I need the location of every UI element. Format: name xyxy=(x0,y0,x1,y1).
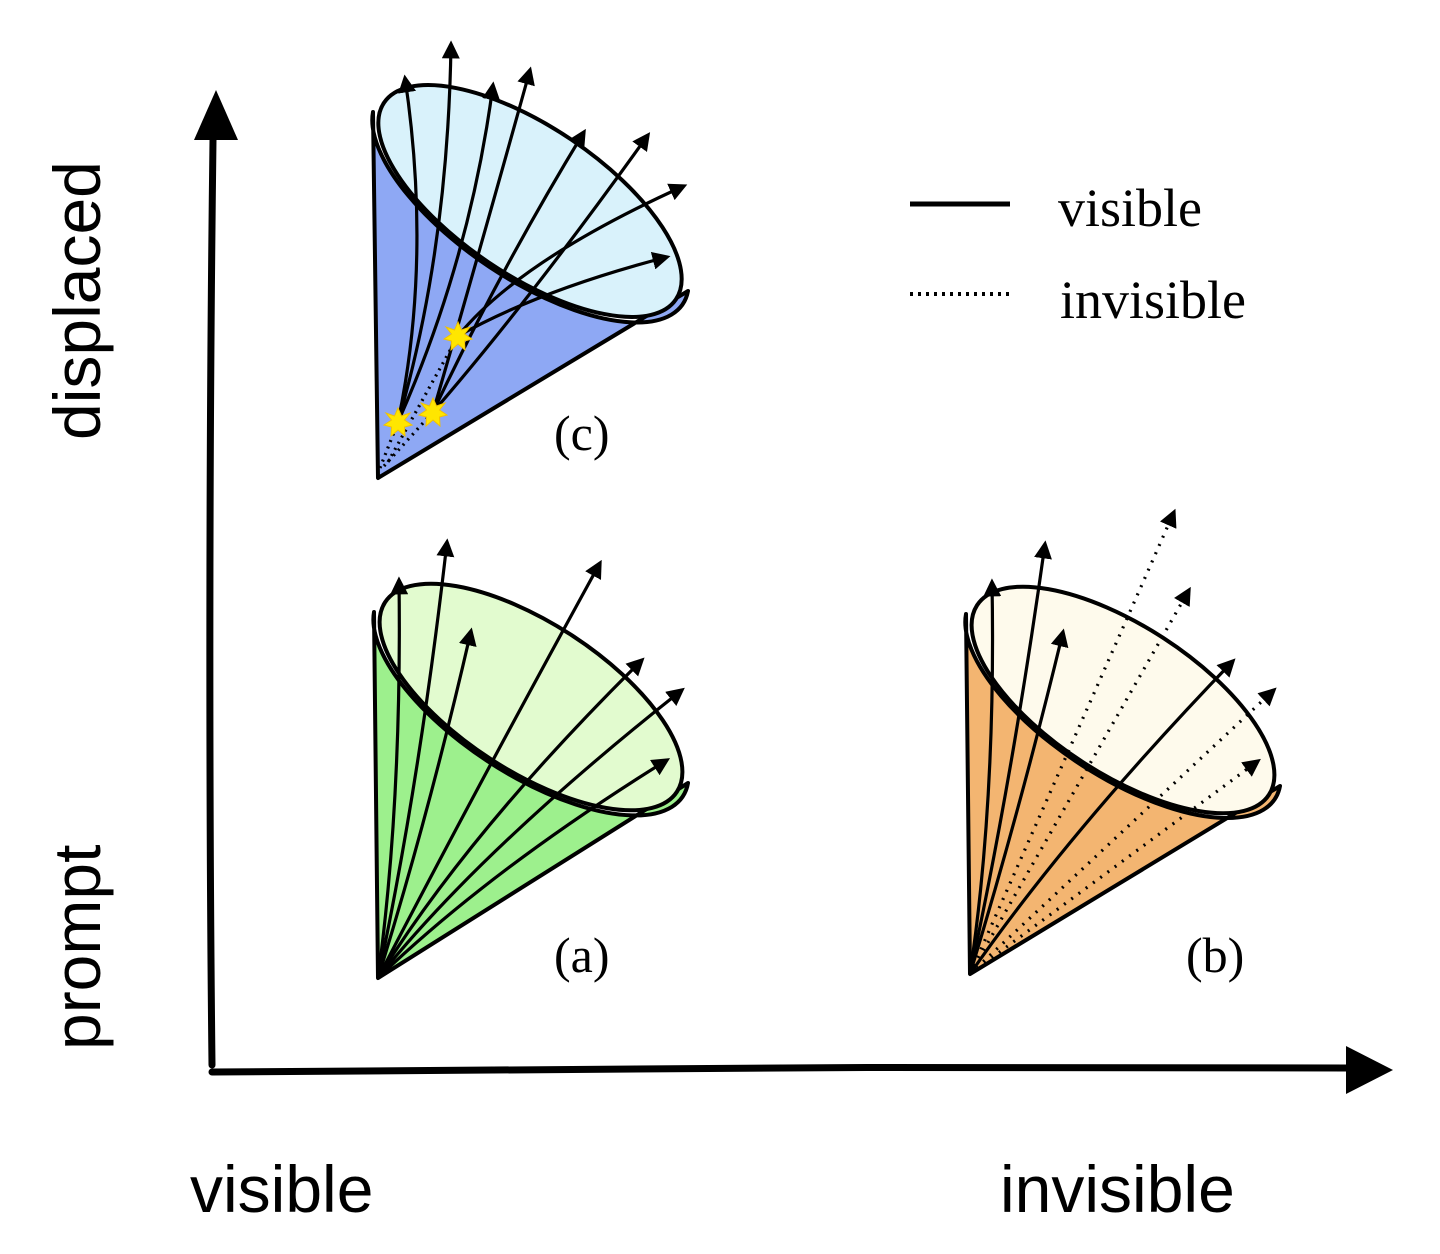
panel-label-a: (a) xyxy=(554,927,610,983)
cone-c-visible-track xyxy=(396,74,419,423)
x-axis-line xyxy=(208,1063,1352,1076)
cone-a: (a) xyxy=(371,538,690,983)
cone-c-visible-track xyxy=(431,128,586,413)
axis-labels: prompt displaced visible invisible xyxy=(40,161,1235,1226)
cone-c-visible-track xyxy=(457,251,671,338)
x-axis-arrowhead xyxy=(1346,1046,1393,1094)
cone-b-invisible-track xyxy=(968,508,1177,975)
cone-c-visible-track xyxy=(431,66,535,413)
cone-a-tracks xyxy=(376,538,685,980)
y-axis-label-displaced: displaced xyxy=(40,161,114,440)
legend-solid-label: visible xyxy=(1058,178,1202,238)
panel-label-c: (c) xyxy=(554,405,610,461)
cone-a-visible-track xyxy=(376,657,645,979)
displaced-vertex-marker xyxy=(382,406,414,438)
cone-b-visible-track xyxy=(968,658,1236,975)
cone-c-invisible-track xyxy=(386,335,460,463)
cone-a-visible-track xyxy=(376,627,477,979)
x-axis-label-visible: visible xyxy=(190,1152,373,1226)
cone-c-invisible-track xyxy=(382,410,435,468)
cone-c-visible-track xyxy=(396,40,460,423)
legend: visible invisible xyxy=(910,178,1246,330)
cone-b-invisible-track xyxy=(968,586,1191,975)
y-axis-line xyxy=(206,136,217,1069)
cone-b-invisible-track xyxy=(969,758,1261,976)
cone-c-visible-track xyxy=(431,132,651,414)
cone-b-tracks xyxy=(968,508,1277,976)
cone-b-visible-track xyxy=(968,540,1052,975)
cone-b-invisible-track xyxy=(968,687,1277,976)
panel-label-b: (b) xyxy=(1186,927,1244,983)
cone-b-body xyxy=(963,612,1282,976)
cone-b-visible-track xyxy=(968,578,1002,975)
displaced-vertex-marker xyxy=(417,396,449,428)
cone-a-visible-track xyxy=(376,687,685,979)
axes xyxy=(194,90,1393,1094)
displaced-vertex-marker xyxy=(442,320,474,352)
x-axis-label-invisible: invisible xyxy=(1000,1152,1235,1226)
cone-c-visible-track xyxy=(456,183,688,338)
cone-b: (b) xyxy=(963,508,1282,983)
legend-dotted-label: invisible xyxy=(1060,270,1246,330)
cone-a-cap xyxy=(377,581,685,813)
cone-a-visible-track xyxy=(376,576,409,979)
cone-c-visible-track xyxy=(396,81,501,423)
cone-a-body xyxy=(371,610,690,980)
cone-a-visible-track xyxy=(376,559,602,979)
y-axis-label-prompt: prompt xyxy=(40,845,114,1050)
cone-c-tracks xyxy=(378,40,688,469)
cone-a-visible-track xyxy=(376,538,455,979)
cone-c-vertex-markers xyxy=(382,320,474,438)
cone-c: (c) xyxy=(370,40,690,480)
cone-c-invisible-track xyxy=(378,421,400,469)
cone-b-visible-track xyxy=(968,628,1069,975)
cone-a-visible-track xyxy=(376,758,671,980)
y-axis-arrowhead xyxy=(194,90,238,140)
